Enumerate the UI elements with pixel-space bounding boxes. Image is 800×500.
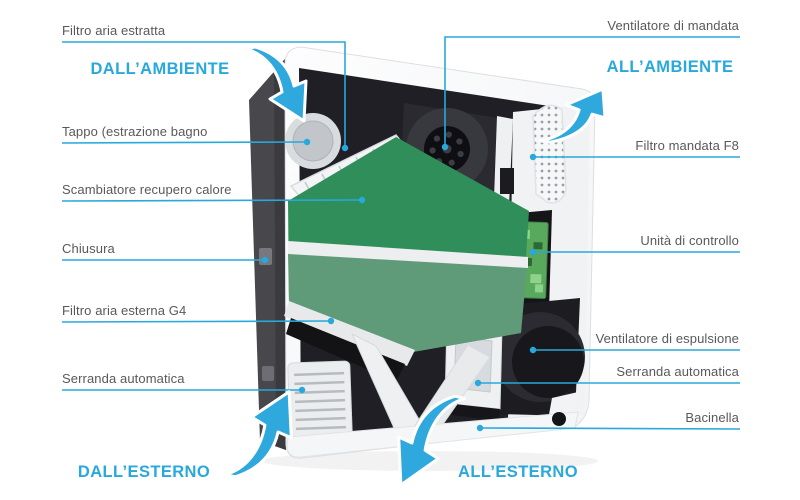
hinge — [262, 366, 274, 381]
label-serranda-automatica-destra: Serranda automatica — [616, 364, 739, 379]
leader-tappo-estrazione-bagno — [61, 138, 311, 146]
leader-ventilatore-di-espulsione — [529, 346, 740, 354]
flow-label-dall-esterno: DALL’ESTERNO — [77, 463, 211, 481]
label-scambiatore-recupero-calore: Scambiatore recupero calore — [62, 182, 232, 197]
label-chiusura: Chiusura — [62, 241, 115, 256]
bathroom-extraction-cap — [285, 113, 341, 169]
flow-label-dall-ambiente: DALL’AMBIENTE — [90, 60, 230, 78]
drip-tray — [286, 411, 579, 458]
unit-side-panel-shade — [274, 58, 286, 450]
leader-serranda-automatica-sinistra — [62, 386, 306, 394]
label-ventilatore-di-espulsione: Ventilatore di espulsione — [595, 331, 739, 346]
label-ventilatore-di-mandata: Ventilatore di mandata — [607, 18, 739, 33]
leader-bacinella — [476, 424, 741, 432]
duct-window — [500, 168, 514, 194]
leader-filtro-aria-estratta — [62, 41, 349, 152]
leader-scambiatore-recupero-calore — [61, 196, 366, 204]
ventilation-unit — [249, 46, 598, 471]
leader-ventilatore-di-mandata — [441, 36, 740, 151]
label-unita-di-controllo: Unità di controllo — [640, 233, 739, 248]
leader-serranda-automatica-destra — [474, 379, 740, 387]
supply-filter-grille — [532, 104, 567, 204]
leader-filtro-aria-esterna-g4 — [61, 317, 335, 325]
leader-chiusura — [62, 256, 269, 264]
label-tappo-estrazione-bagno: Tappo (estrazione bagno — [62, 124, 208, 139]
label-filtro-aria-esterna-g4: Filtro aria esterna G4 — [62, 303, 187, 318]
heat-exchanger — [288, 137, 529, 352]
label-filtro-mandata-f8: Filtro mandata F8 — [635, 138, 739, 153]
flow-label-all-ambiente: ALL’AMBIENTE — [606, 58, 734, 76]
label-serranda-automatica-sinistra: Serranda automatica — [62, 371, 185, 386]
automatic-damper-left — [287, 360, 353, 440]
label-bacinella: Bacinella — [685, 410, 739, 425]
exchanger-rail — [284, 301, 415, 366]
drain-hole — [552, 412, 566, 426]
label-filtro-aria-estratta: Filtro aria estratta — [62, 23, 166, 38]
leader-unita-di-controllo — [529, 248, 740, 256]
flow-label-all-esterno: ALL’ESTERNO — [458, 463, 578, 481]
leader-filtro-mandata-f8 — [529, 153, 740, 161]
